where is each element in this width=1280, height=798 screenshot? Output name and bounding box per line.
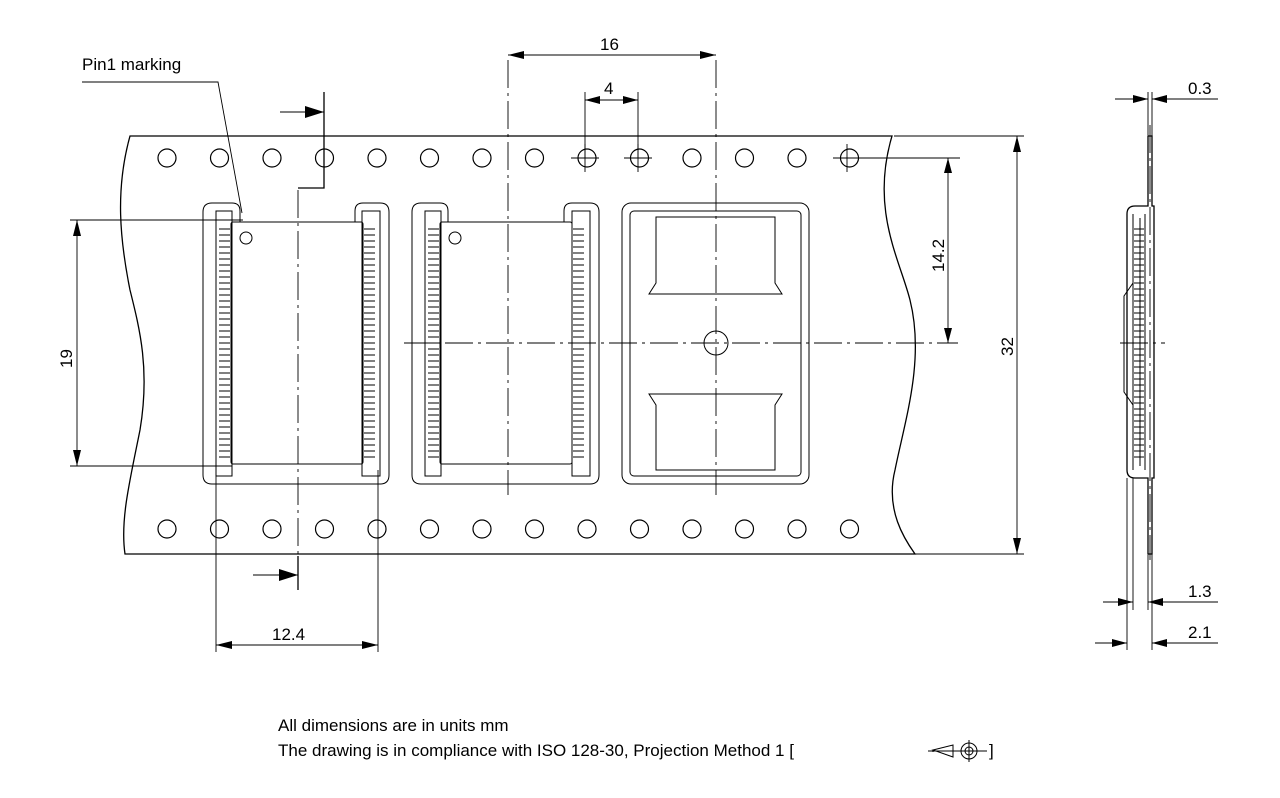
sprocket-hole bbox=[682, 148, 702, 168]
sprocket-hole bbox=[472, 148, 492, 168]
sprocket-hole bbox=[839, 519, 860, 539]
ic-body-1 bbox=[230, 221, 364, 465]
side-view bbox=[1120, 125, 1165, 560]
ic-pins-2 bbox=[428, 228, 584, 458]
sprocket-hole bbox=[524, 519, 545, 539]
sprocket-hole bbox=[734, 148, 755, 168]
sprocket-hole bbox=[367, 148, 387, 168]
note-iso-end: ] bbox=[989, 741, 994, 760]
sprocket-hole bbox=[629, 519, 650, 539]
dim-1-3-label: 1.3 bbox=[1188, 582, 1212, 601]
dim-32-label: 32 bbox=[998, 337, 1017, 356]
sprocket-hole bbox=[787, 519, 807, 539]
sprocket-hole bbox=[314, 519, 335, 539]
sprocket-hole bbox=[787, 148, 807, 168]
pin1-dot-1 bbox=[239, 231, 253, 245]
sprocket-hole bbox=[262, 148, 282, 168]
pin1-dot-2 bbox=[448, 231, 462, 245]
dim-4-label: 4 bbox=[604, 79, 613, 98]
tape-outline bbox=[119, 135, 917, 555]
dim-16-label: 16 bbox=[600, 35, 619, 54]
note-iso: The drawing is in compliance with ISO 12… bbox=[278, 741, 794, 760]
note-units: All dimensions are in units mm bbox=[278, 716, 509, 735]
pocket-3-empty bbox=[621, 202, 810, 485]
dim-12-4-label: 12.4 bbox=[272, 625, 305, 644]
sprocket-hole bbox=[262, 519, 282, 539]
dim-0-3-label: 0.3 bbox=[1188, 79, 1212, 98]
sprocket-hole bbox=[419, 519, 440, 539]
sprocket-hole bbox=[524, 148, 545, 168]
sprocket-hole bbox=[577, 519, 597, 539]
sprocket-holes-top bbox=[157, 144, 880, 172]
sprocket-hole bbox=[419, 148, 440, 168]
sprocket-hole bbox=[209, 148, 230, 168]
projection-method-icon bbox=[928, 740, 987, 762]
sprocket-hole bbox=[734, 519, 755, 539]
dim-2-1-label: 2.1 bbox=[1188, 623, 1212, 642]
ic-pins-1 bbox=[219, 228, 375, 458]
pin1-label: Pin1 marking bbox=[82, 55, 181, 74]
dim-19-label: 19 bbox=[57, 349, 76, 368]
sprocket-hole bbox=[157, 519, 177, 539]
pocket-1 bbox=[202, 202, 390, 485]
sprocket-hole bbox=[367, 519, 387, 539]
sprocket-hole bbox=[209, 519, 230, 539]
dim-14-2-label: 14.2 bbox=[929, 239, 948, 272]
sprocket-hole bbox=[157, 148, 177, 168]
sprocket-holes-bottom bbox=[157, 519, 860, 539]
sprocket-hole bbox=[472, 519, 492, 539]
sprocket-hole bbox=[682, 519, 702, 539]
pocket-2 bbox=[411, 202, 600, 485]
